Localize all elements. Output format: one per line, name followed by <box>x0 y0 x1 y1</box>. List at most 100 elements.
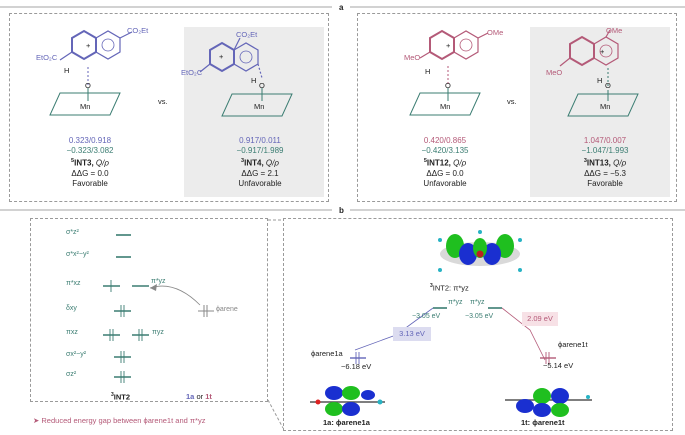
level-sigma-x2y2: σx²−y² <box>66 351 87 358</box>
left-pi-yz-energy: −3.05 eV <box>412 313 441 320</box>
or-label: 1a or 1t <box>186 392 212 401</box>
right-pi-yz-label: π*yz <box>470 299 485 306</box>
int4-mn-plane <box>221 88 293 117</box>
mo-1a-caption: 1a: ϕarene1a <box>323 418 370 427</box>
phi-1t-energy: −5.14 eV <box>543 361 574 370</box>
int12-plus: + <box>446 41 451 50</box>
int3-values: 0.323/0.918 −0.323/3.082 5INT3, Q/ρ ΔΔG … <box>50 136 130 189</box>
int3-verdict: Favorable <box>72 178 108 188</box>
int12-h: H <box>425 67 431 76</box>
int4-structure <box>199 37 263 79</box>
int3-h: H <box>64 66 70 75</box>
int2-orbital-image <box>438 230 522 272</box>
int12-mn: Mn <box>440 102 451 111</box>
int3-dg: ΔΔG = 0.0 <box>71 168 109 178</box>
mo-1t-image <box>505 388 592 417</box>
int13-plus: + <box>600 47 605 56</box>
int12-verdict: Unfavorable <box>423 178 467 188</box>
int2-label: 3INT2 <box>111 392 131 402</box>
gap-1a-badge: 3.13 eV <box>393 327 431 341</box>
int4-verdict: Unfavorable <box>238 178 282 188</box>
level-pi-yz-star: π*yz <box>151 278 166 285</box>
int3-v2: −0.323/3.082 <box>66 146 114 155</box>
int12-v2: −0.420/3.135 <box>421 146 469 155</box>
int12-structure <box>419 29 489 61</box>
int4-values: 0.917/0.011 −0.917/1.989 3INT4, Q/ρ ΔΔG … <box>220 136 300 189</box>
level-pi-xz-star: π*xz <box>66 280 81 287</box>
phi-1t-label: ϕarene1t <box>558 340 588 349</box>
vs-right: vs. <box>507 97 517 106</box>
phi-1a-label: ϕarene1a <box>311 349 343 358</box>
note-arrow-icon: ➤ <box>33 416 40 425</box>
int4-plus: + <box>219 52 224 61</box>
int12-values: 0.420/0.865 −0.420/3.135 5INT12, Q/ρ ΔΔG… <box>405 136 485 189</box>
grey-panel-int13 <box>530 27 670 197</box>
int3-v1: 0.323/0.918 <box>68 136 112 145</box>
int4-dg: ΔΔG = 2.1 <box>241 168 279 178</box>
int13-verdict: Favorable <box>587 178 623 188</box>
int4-h: H <box>251 76 257 85</box>
int3-structure <box>59 29 133 61</box>
int13-sub1: OMe <box>606 26 623 35</box>
vs-left: vs. <box>158 97 168 106</box>
int13-structure <box>559 29 619 67</box>
int2-mo-label: 3INT2: π*yz <box>430 283 469 293</box>
int13-sub2: MeO <box>546 68 563 77</box>
int3-sub1: EtO₂C <box>36 53 58 62</box>
int4-sub1: CO₂Et <box>236 30 258 39</box>
grey-panel-int4 <box>184 27 324 197</box>
int3-plus: + <box>86 41 91 50</box>
int12-dg: ΔΔG = 0.0 <box>426 168 464 178</box>
level-pi-xz: πxz <box>66 329 78 336</box>
int3-sub2: CO₂Et <box>127 26 149 35</box>
int3-name: 5INT3, Q/ρ <box>71 158 109 168</box>
level-phi-arene: ϕarene <box>216 306 238 313</box>
int4-o: O <box>259 81 265 90</box>
panel-a-right-box <box>357 13 677 202</box>
int13-o: O <box>605 81 611 90</box>
int13-values: 1.047/0.007 −1.047/1.993 3INT13, Q/ρ ΔΔG… <box>565 136 645 189</box>
section-b-letter: b <box>339 206 344 215</box>
int13-name: 3INT13, Q/ρ <box>583 158 627 168</box>
mo-1a-image <box>310 386 385 416</box>
int4-sub2: EtO₂C <box>181 68 203 77</box>
level-sigma-z2: σz² <box>66 371 77 378</box>
int3-mn-plane <box>49 67 121 116</box>
level-sigma-x2y2-star: σ*x²−y² <box>66 251 89 258</box>
int13-dg: ΔΔG = −5.3 <box>584 168 626 178</box>
level-delta-xy: δxy <box>66 305 77 312</box>
int3-mn: Mn <box>80 102 91 111</box>
int13-mn: Mn <box>600 102 611 111</box>
int12-o: O <box>445 81 451 90</box>
level-sigma-z2-star: σ*z² <box>66 229 79 236</box>
panel-b-left-box <box>30 218 268 402</box>
int13-v2: −1.047/1.993 <box>581 146 629 155</box>
int12-sub1: MeO <box>404 53 421 62</box>
int4-v1: 0.917/0.011 <box>239 136 281 145</box>
phi-1a-energy: −6.18 eV <box>341 362 372 371</box>
section-a-letter: a <box>339 3 344 12</box>
int13-h: H <box>597 76 603 85</box>
int4-name: 3INT4, Q/ρ <box>241 158 279 168</box>
int13-mn-plane <box>567 68 639 117</box>
gap-1t-badge: 2.09 eV <box>522 312 558 326</box>
panel-a-left-box <box>9 13 329 202</box>
int12-mn-plane <box>409 66 481 116</box>
int12-v1: 0.420/0.865 <box>423 136 467 145</box>
int12-sub2: OMe <box>487 28 504 37</box>
left-pi-yz-label: π*yz <box>448 299 463 306</box>
level-pi-yz: πyz <box>152 329 164 336</box>
int12-name: 5INT12, Q/ρ <box>423 158 467 168</box>
mo-1t-caption: 1t: ϕarene1t <box>521 418 565 427</box>
int13-v1: 1.047/0.007 <box>583 136 627 145</box>
gap-1t-line <box>501 307 546 361</box>
int4-v2: −0.917/1.989 <box>236 146 284 155</box>
right-pi-yz-energy: −3.05 eV <box>465 313 494 320</box>
note-text: ➤ Reduced energy gap between ϕarene1t an… <box>33 416 206 425</box>
structures-svg <box>49 29 639 117</box>
int4-mn: Mn <box>254 102 265 111</box>
